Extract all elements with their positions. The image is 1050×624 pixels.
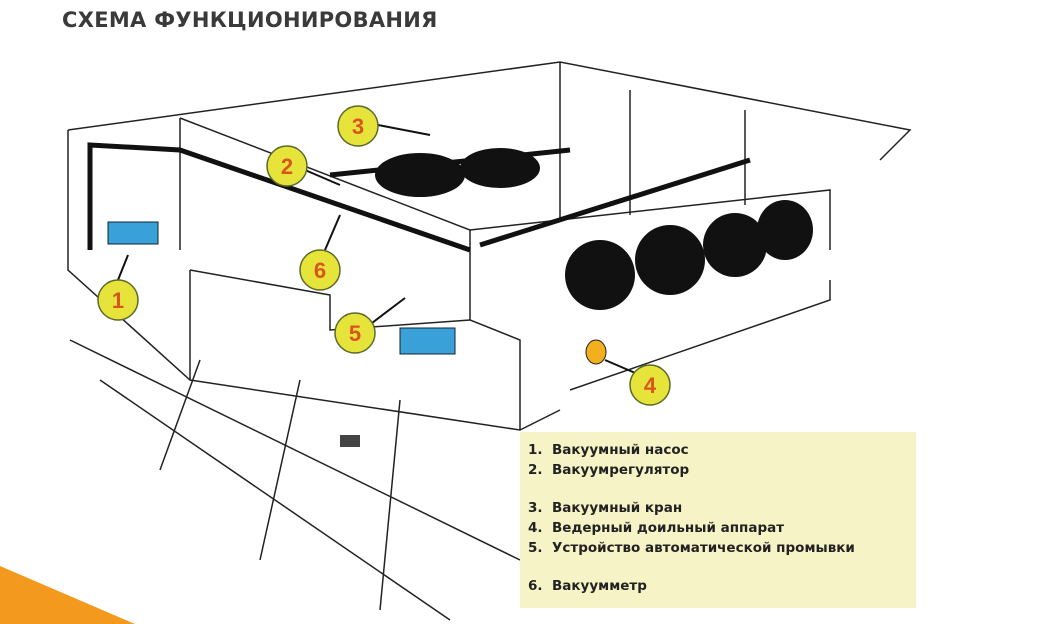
legend-item: 4. Ведерный доильный аппарат [528, 518, 916, 538]
legend-number: 2. [528, 462, 543, 478]
callout-circle [334, 312, 376, 354]
callout-3: 3 [337, 105, 379, 147]
callout-circle [97, 279, 139, 321]
legend-number: 4. [528, 520, 543, 536]
legend-item: 3. Вакуумный кран [528, 498, 916, 518]
callout-arrows [117, 124, 641, 376]
page-title: СХЕМА ФУНКЦИОНИРОВАНИЯ [62, 8, 438, 32]
legend-item: 5. Устройство автоматической промывки [528, 538, 916, 558]
orange-corner-accent [0, 566, 135, 624]
legend-label: Ведерный доильный аппарат [552, 520, 785, 536]
legend-box: 1. Вакуумный насос 2. Вакуумрегулятор 3. Ва… [520, 432, 916, 608]
legend-item: 2. Вакуумрегулятор [528, 460, 916, 480]
floor-drain [340, 435, 360, 447]
legend-number: 1. [528, 442, 543, 458]
legend-label: Вакуумрегулятор [552, 462, 690, 478]
legend-label: Устройство автоматической промывки [552, 540, 855, 556]
washing-unit [399, 327, 456, 355]
callout-number: 4 [644, 373, 657, 398]
legend-label: Вакуумный насос [552, 442, 689, 458]
legend-number: 5. [528, 540, 543, 556]
callout-6: 6 [299, 249, 341, 291]
barn-structure [67, 61, 912, 621]
callout-5: 5 [334, 312, 376, 354]
milking-bucket [585, 339, 607, 365]
callout-number: 3 [352, 114, 364, 139]
cows [375, 148, 813, 310]
callout-number: 1 [112, 288, 124, 313]
callout-circle [299, 249, 341, 291]
callout-number: 2 [281, 154, 293, 179]
callout-circle [337, 105, 379, 147]
legend-label: Вакуумный кран [552, 500, 683, 516]
callout-number: 5 [349, 321, 361, 346]
callout-circle [266, 145, 308, 187]
legend-number: 3. [528, 500, 543, 516]
callout-circle [629, 364, 671, 406]
callout-1: 1 [97, 279, 139, 321]
legend-item: 6. Вакуумметр [528, 576, 916, 596]
callout-4: 4 [629, 364, 671, 406]
callout-2: 2 [266, 145, 308, 187]
vacuum-pump-unit [107, 221, 159, 245]
legend-item: 1. Вакуумный насос [528, 440, 916, 460]
legend-number: 6. [528, 578, 543, 594]
callout-number: 6 [314, 258, 326, 283]
legend-label: Вакуумметр [552, 578, 647, 594]
